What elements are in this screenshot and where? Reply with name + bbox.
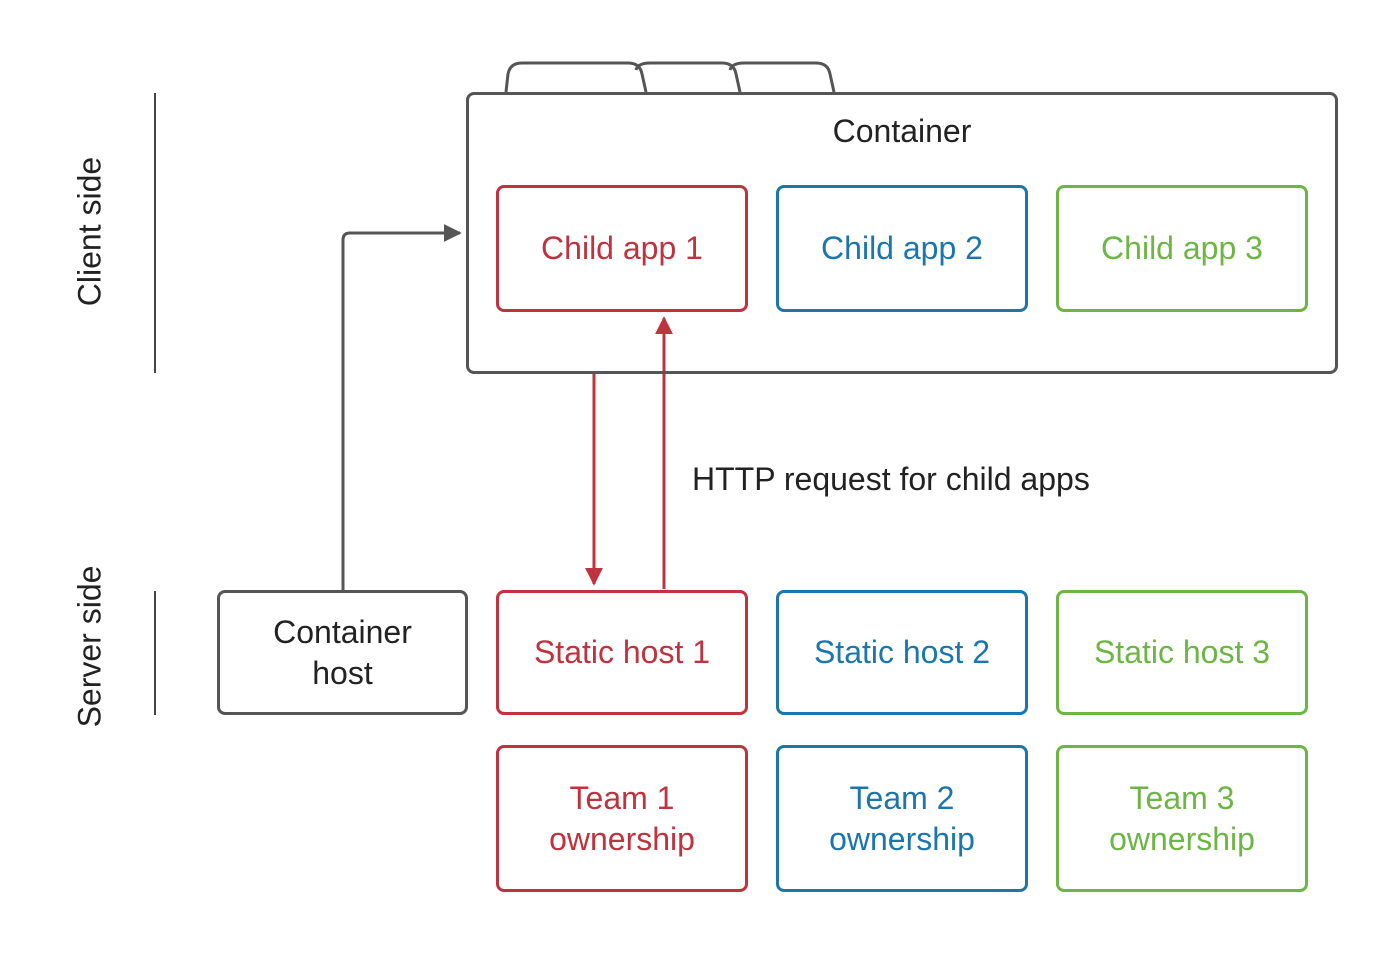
child-app-3: Child app 3 xyxy=(1056,185,1308,312)
static-host-3: Static host 3 xyxy=(1056,590,1308,715)
team-3-ownership: Team 3 ownership xyxy=(1056,745,1308,892)
child-app-2-label: Child app 2 xyxy=(821,230,983,267)
container-tab-1 xyxy=(504,61,648,93)
static-host-3-label: Static host 3 xyxy=(1093,634,1271,671)
child-app-1: Child app 1 xyxy=(496,185,748,312)
static-host-1-label: Static host 1 xyxy=(533,634,711,671)
container-box: Container xyxy=(466,92,1338,374)
container-tab-2 xyxy=(634,61,742,93)
container-host-label: Container host xyxy=(273,613,412,691)
server-side-label: Server side xyxy=(71,565,108,728)
container-tab-3 xyxy=(728,61,836,93)
container-host-arrow xyxy=(341,224,462,590)
child-app-3-label: Child app 3 xyxy=(1101,230,1263,267)
team-2-ownership: Team 2 ownership xyxy=(776,745,1028,892)
team-1-ownership: Team 1 ownership xyxy=(496,745,748,892)
team-2-ownership-label: Team 2 ownership xyxy=(829,779,975,857)
team-3-ownership-label: Team 3 ownership xyxy=(1109,779,1255,857)
container-host: Container host xyxy=(217,590,468,715)
static-host-1: Static host 1 xyxy=(496,590,748,715)
static-host-2: Static host 2 xyxy=(776,590,1028,715)
static-host-2-label: Static host 2 xyxy=(813,634,991,671)
container-title: Container xyxy=(832,113,972,149)
child-app-2: Child app 2 xyxy=(776,185,1028,312)
client-side-divider xyxy=(154,93,156,373)
server-side-divider xyxy=(154,591,156,715)
child-app-1-label: Child app 1 xyxy=(541,230,703,267)
team-1-ownership-label: Team 1 ownership xyxy=(549,779,695,857)
http-request-label: HTTP request for child apps xyxy=(692,461,1090,497)
client-side-label: Client side xyxy=(71,156,108,307)
